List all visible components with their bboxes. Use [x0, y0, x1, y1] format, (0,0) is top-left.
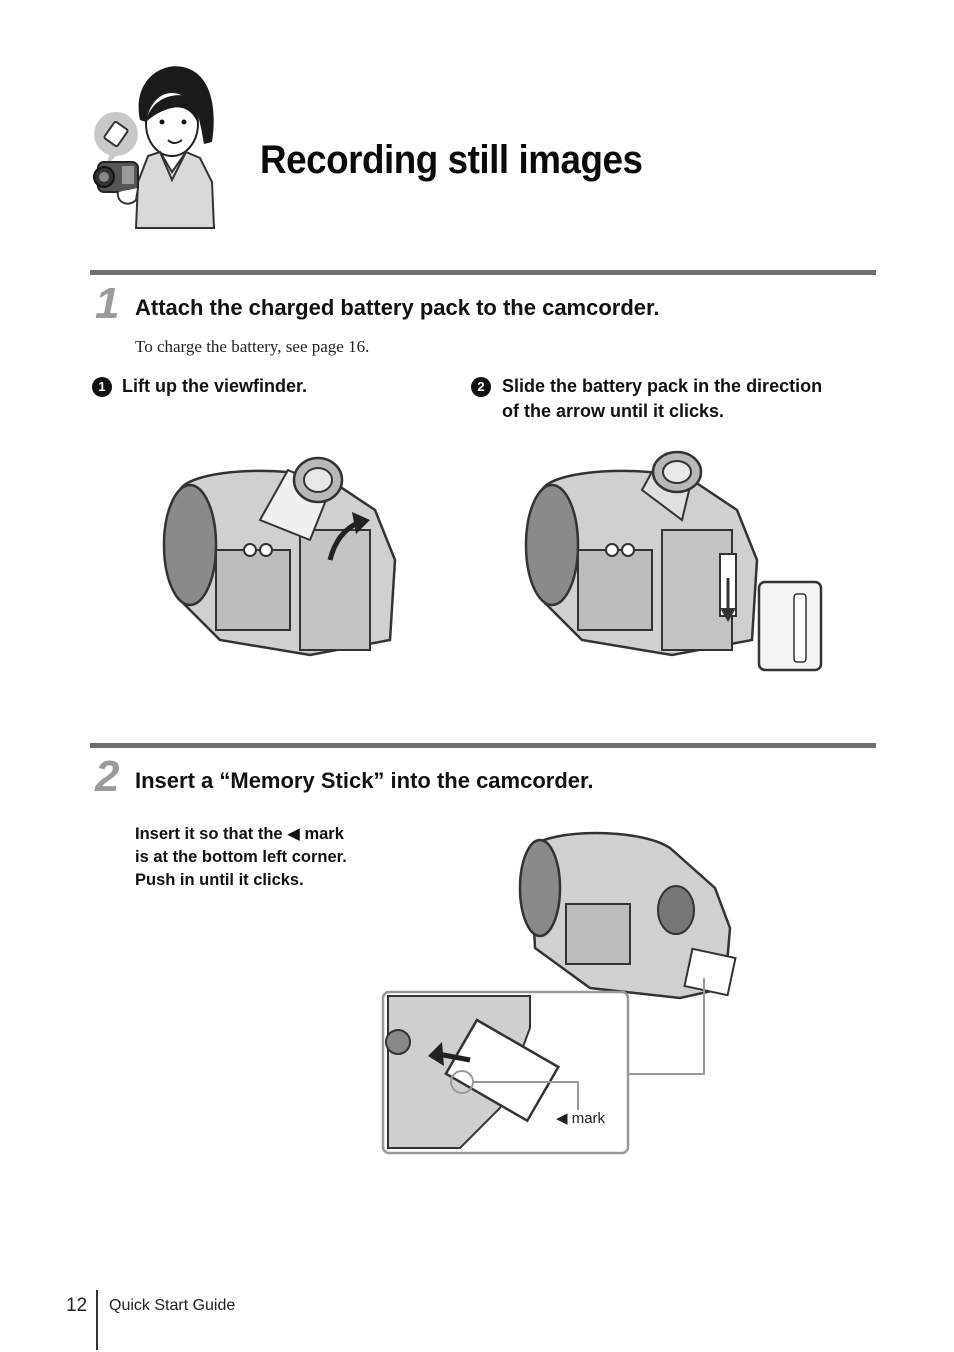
step-heading: Attach the charged battery pack to the c…: [135, 295, 660, 320]
instruction-line: is at the bottom left corner.: [135, 848, 347, 866]
memory-stick-illustration: [381, 831, 737, 1155]
substep-line: Slide the battery pack in the direction: [502, 376, 823, 396]
step-number: 1: [95, 279, 120, 328]
camcorder-battery-illustration: [524, 450, 823, 672]
instruction-line: Push in until it clicks.: [135, 871, 304, 889]
substep-bullet: 2: [471, 377, 491, 397]
step-number: 2: [95, 752, 120, 801]
page-number: 12: [66, 1295, 88, 1316]
section-divider: [90, 743, 876, 748]
camcorder-viewfinder-illustration: [162, 456, 397, 657]
substep-line: of the arrow until it clicks.: [502, 401, 725, 421]
section-divider: [90, 270, 876, 275]
instruction-line: Insert it so that the ◀ mark: [135, 825, 344, 843]
callout-label: ◀ mark: [556, 1110, 606, 1127]
step-note: To charge the battery, see page 16.: [135, 337, 370, 356]
step-instruction: Insert it so that the ◀ mark is at the b…: [135, 823, 347, 892]
page-title: Recording still images: [260, 138, 643, 182]
step-heading: Insert a “Memory Stick” into the camcord…: [135, 768, 594, 793]
substep-text: Lift up the viewfinder.: [122, 376, 308, 396]
guide-name: Quick Start Guide: [109, 1297, 236, 1314]
substep-text: Slide the battery pack in the direction …: [502, 374, 822, 424]
substep-bullet: 1: [92, 377, 112, 397]
presenter-illustration: [93, 66, 216, 229]
footer-divider: [96, 1290, 98, 1350]
